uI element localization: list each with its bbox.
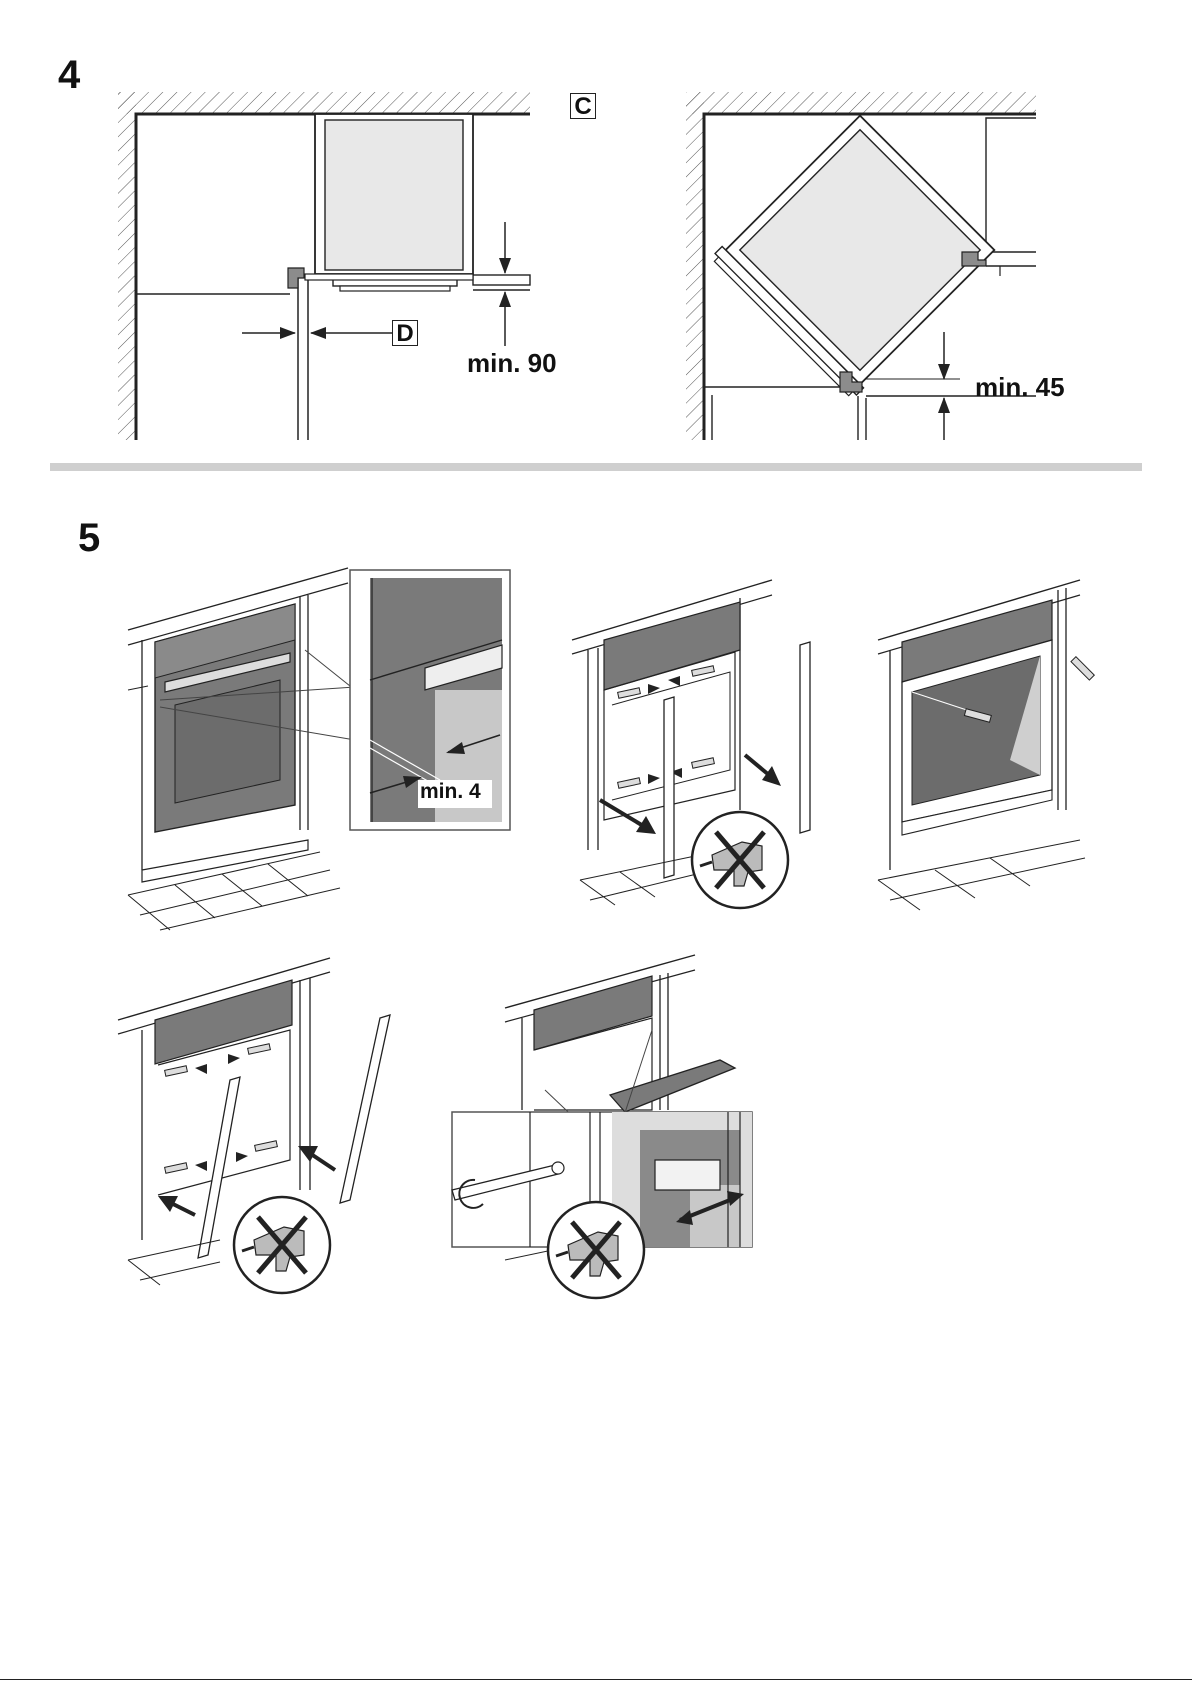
page-bottom-rule [0,1679,1192,1680]
panel-oven-installed [128,568,510,930]
no-power-drill-icon [234,1197,330,1293]
panel-screw-fixing [878,580,1094,910]
min-4-label: min. 4 [420,781,481,802]
no-power-drill-icon [548,1202,644,1298]
no-power-drill-icon [692,812,788,908]
